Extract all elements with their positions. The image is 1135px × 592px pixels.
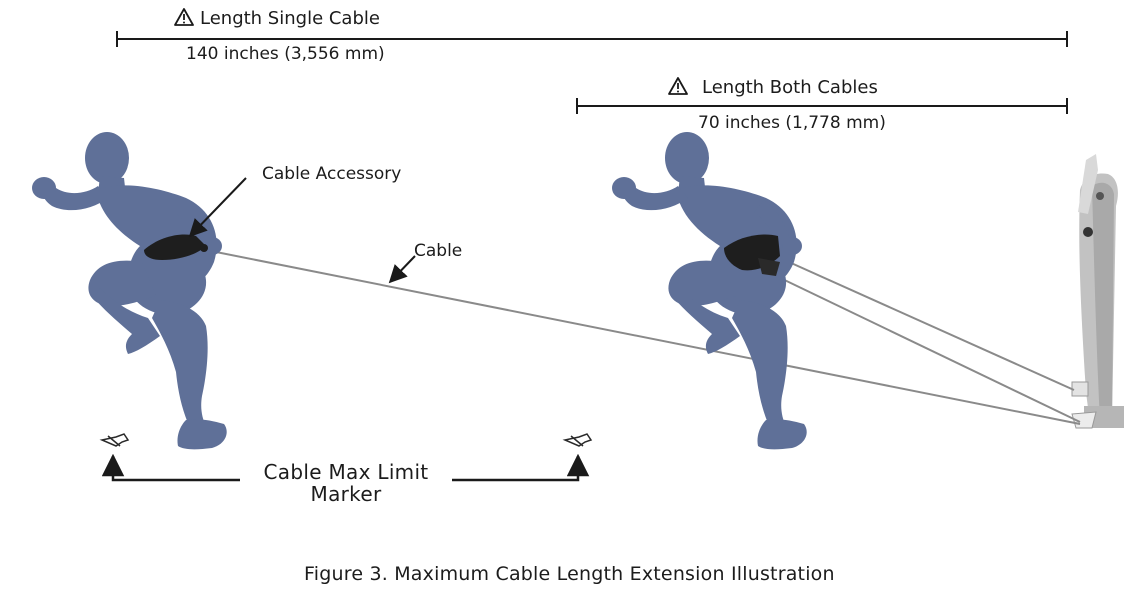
cable-accessory-belt-left xyxy=(144,234,206,260)
cable-accessory-arrow xyxy=(188,177,247,238)
limit-marker-right xyxy=(562,433,593,447)
warning-icon xyxy=(174,8,194,26)
limit-marker-left xyxy=(99,433,130,447)
both-cables-title: Length Both Cables xyxy=(668,77,878,98)
marker-bracket-lines xyxy=(101,453,590,482)
both-cables-dimension-line xyxy=(576,98,1068,114)
cable-accessory-label: Cable Accessory xyxy=(262,164,402,184)
cable-label: Cable xyxy=(414,241,463,261)
runner-figure-left xyxy=(32,132,227,450)
single-cable-title-text: Length Single Cable xyxy=(200,8,380,29)
runner-figure-right xyxy=(612,132,807,450)
cables xyxy=(205,249,1081,425)
both-cables-title-text: Length Both Cables xyxy=(702,77,878,98)
single-cable-line xyxy=(205,249,1081,425)
single-cable-dimension-line xyxy=(116,31,1068,47)
cable-arrow xyxy=(388,255,416,284)
callout-arrows xyxy=(188,177,416,284)
warning-icon xyxy=(668,77,688,95)
single-cable-value: 140 inches (3,556 mm) xyxy=(186,44,385,64)
cable-machine xyxy=(1071,154,1124,429)
both-cables-value: 70 inches (1,778 mm) xyxy=(698,113,886,133)
cable-max-limit-marker-label: Cable Max Limit Marker xyxy=(246,461,446,505)
figure-caption: Figure 3. Maximum Cable Length Extension… xyxy=(304,563,835,585)
single-cable-title: Length Single Cable xyxy=(174,8,380,29)
double-cable-lower xyxy=(771,273,1081,423)
double-cable-upper xyxy=(779,257,1075,391)
marker-label-line2: Marker xyxy=(310,482,382,506)
marker-label-line1: Cable Max Limit xyxy=(263,460,429,484)
